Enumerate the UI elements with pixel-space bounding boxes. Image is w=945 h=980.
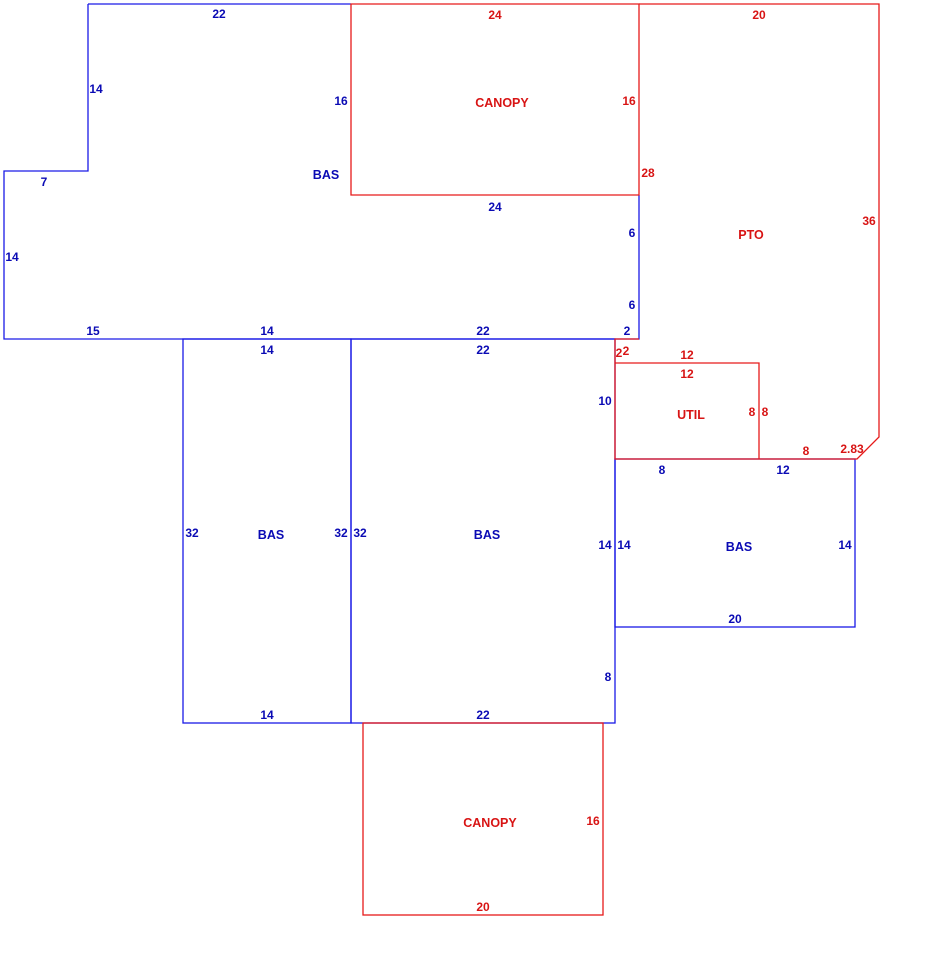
area-label-bas-left: BAS	[258, 528, 284, 542]
dim-label: 12	[680, 348, 694, 362]
dim-label: 16	[586, 814, 600, 828]
dim-label: 14	[598, 538, 612, 552]
dim-label: 8	[605, 670, 612, 684]
area-label-canopy-top: CANOPY	[475, 96, 529, 110]
dim-label: 32	[185, 526, 199, 540]
dim-label: 10	[598, 394, 612, 408]
canopy-top-outline	[350, 3, 640, 196]
dim-label: 8	[749, 405, 756, 419]
dim-label: 20	[728, 612, 742, 626]
dim-label: 2	[623, 344, 630, 358]
area-label-bas-center: BAS	[474, 528, 500, 542]
dim-label: 22	[476, 708, 490, 722]
dim-label: 8	[659, 463, 666, 477]
dim-label: 8	[803, 444, 810, 458]
dim-label: 14	[89, 82, 103, 96]
dim-label: 36	[862, 214, 876, 228]
dim-label: 12	[776, 463, 790, 477]
dim-label: 6	[629, 226, 636, 240]
dim-label: 16	[622, 94, 636, 108]
dim-label: 12	[680, 367, 694, 381]
dim-label: 16	[334, 94, 348, 108]
area-label-pto: PTO	[738, 228, 764, 242]
dim-label: 22	[476, 324, 490, 338]
pto-outline	[614, 3, 880, 460]
dim-label: 28	[641, 166, 655, 180]
dim-label: 14	[260, 708, 274, 722]
dim-label: 6	[629, 298, 636, 312]
dim-label: 22	[212, 7, 226, 21]
dim-label: 7	[41, 175, 48, 189]
dim-label: 2	[624, 324, 631, 338]
dim-label: 14	[617, 538, 631, 552]
dim-label: 14	[5, 250, 19, 264]
dim-label: 20	[476, 900, 490, 914]
dim-label: 32	[353, 526, 367, 540]
area-label-canopy-bottom: CANOPY	[463, 816, 517, 830]
area-label-bas-upper: BAS	[313, 168, 339, 182]
dim-label: 8	[762, 405, 769, 419]
dim-label: 14	[260, 343, 274, 357]
bas-upper-outline	[3, 3, 640, 340]
area-label-bas-right: BAS	[726, 540, 752, 554]
dim-label: 24	[488, 200, 502, 214]
util-outline	[615, 362, 760, 459]
dim-label: 20	[752, 8, 766, 22]
dim-label: 14	[260, 324, 274, 338]
dim-label: 14	[838, 538, 852, 552]
dim-label: 2.83	[840, 442, 864, 456]
dim-label: 2	[616, 346, 623, 360]
dim-label: 15	[86, 324, 100, 338]
dim-label: 22	[476, 343, 490, 357]
area-label-util: UTIL	[677, 408, 705, 422]
dim-label: 24	[488, 8, 502, 22]
dim-label: 32	[334, 526, 348, 540]
canopy-bottom-outline	[362, 722, 604, 916]
